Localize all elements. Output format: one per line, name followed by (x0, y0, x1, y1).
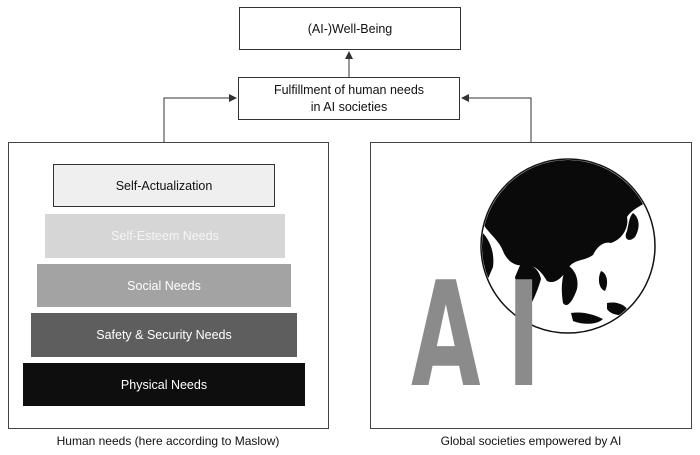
ai-societies-panel: A I (370, 142, 692, 429)
fulfillment-box: Fulfillment of human needs in AI societi… (238, 77, 460, 120)
pyramid-level-self-actualization: Self-Actualization (53, 164, 275, 207)
pyramid-level-self-esteem: Self-Esteem Needs (45, 214, 285, 258)
level-label: Safety & Security Needs (96, 328, 232, 342)
right-caption: Global societies empowered by AI (440, 434, 622, 448)
maslow-panel: Self-Actualization Self-Esteem Needs Soc… (8, 142, 329, 429)
level-label: Self-Esteem Needs (111, 229, 219, 243)
level-label: Self-Actualization (115, 178, 213, 193)
level-label: Physical Needs (120, 377, 208, 392)
left-caption: Human needs (here according to Maslow) (56, 434, 280, 448)
pyramid-level-social: Social Needs (37, 264, 291, 307)
fulfillment-label: Fulfillment of human needs in AI societi… (273, 82, 425, 114)
arrow-left-to-middle (163, 94, 237, 142)
pyramid-level-safety: Safety & Security Needs (31, 313, 297, 357)
well-being-box: (AI-)Well-Being (239, 7, 461, 50)
globe-asia-icon (480, 158, 656, 334)
level-label: Social Needs (127, 278, 201, 293)
ai-letter-a: A (411, 251, 481, 420)
well-being-label: (AI-)Well-Being (307, 21, 393, 36)
ai-letter-i: I (507, 251, 541, 420)
pyramid-level-physical: Physical Needs (23, 363, 305, 406)
arrow-right-to-middle (461, 94, 532, 142)
